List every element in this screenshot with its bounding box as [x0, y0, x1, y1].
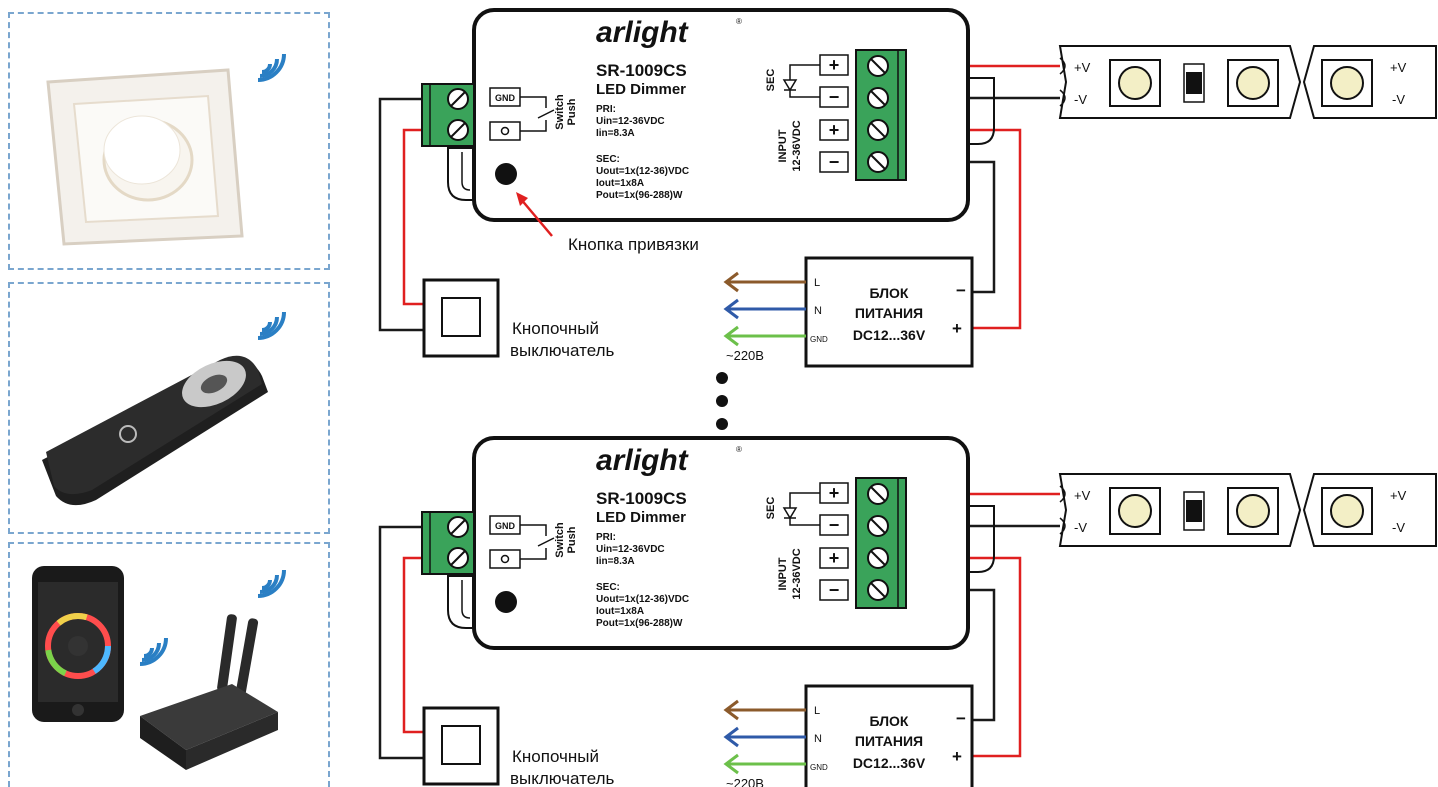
sec-uout: Uout=1x(12-36)VDC: [596, 166, 689, 177]
sec-iout: Iout=1x8A: [596, 178, 644, 189]
input-label: INPUT: [777, 129, 789, 162]
mains-arrows: [723, 271, 806, 347]
panel-rotary-dimmer: [8, 12, 330, 270]
strip-minus-v-right: -V: [1392, 92, 1405, 107]
smartphone-image: [32, 566, 124, 722]
psu-title-line1: БЛОК: [870, 285, 909, 301]
strip-minus-v: -V: [1074, 92, 1087, 107]
sec-pout: Pout=1x(96-288)W: [596, 190, 683, 201]
push-label: Push: [566, 98, 578, 125]
sec-minus-marker: −: [829, 87, 840, 107]
continuation-dots: [716, 372, 728, 430]
wifi-signal-icon: [256, 568, 286, 598]
wifi-signal-icon: [138, 636, 168, 666]
input-voltage-label: 12-36VDC: [791, 120, 803, 171]
sec-header: SEC:: [596, 154, 620, 165]
wiring-unit-1: arlight ® SR-1009CS LED Dimmer PRI: Uin=…: [378, 8, 1437, 368]
psu-minus: −: [956, 281, 966, 300]
gnd-label: GND: [495, 93, 516, 103]
wifi-signal-icon: [256, 310, 286, 340]
rotary-dimmer-image: [46, 68, 244, 246]
psu-gnd-label: GND: [810, 335, 828, 344]
switch-label: Switch: [554, 94, 566, 130]
sec-terminal-label: SEC: [765, 69, 777, 92]
pri-iin: Iin=8.3A: [596, 128, 635, 139]
pairing-button: [495, 163, 517, 185]
pairing-button-label: Кнопка привязки: [568, 235, 699, 254]
pri-uin: Uin=12-36VDC: [596, 116, 665, 127]
remote-control-image: [42, 355, 268, 506]
psu-N-label: N: [814, 305, 822, 317]
pri-header: PRI:: [596, 104, 616, 115]
push-button-label-line1: Кнопочный: [512, 319, 599, 338]
psu-title-line3: DC12...36V: [853, 327, 926, 343]
wifi-module-image: [140, 614, 278, 770]
strip-plus-v-right: +V: [1390, 60, 1407, 75]
panel-remote-control: [8, 282, 330, 534]
panel-smartphone-wifi: [8, 542, 330, 787]
psu-L-label: L: [814, 277, 820, 289]
svg-text:®: ®: [736, 17, 742, 26]
sec-plus-marker: +: [829, 55, 840, 75]
strip-plus-v: +V: [1074, 60, 1091, 75]
mains-label: ~220В: [726, 348, 764, 363]
brand-logo: arlight: [596, 16, 690, 49]
power-supply-box: [804, 256, 974, 368]
model-name: SR-1009CS: [596, 61, 687, 80]
pairing-button-callout: Кнопка привязки: [516, 192, 699, 254]
input-minus-marker: −: [829, 152, 840, 172]
wifi-signal-icon: [256, 52, 286, 82]
psu-plus: +: [952, 319, 962, 338]
led-strip: +V -V +V -V: [1058, 45, 1437, 119]
push-button-switch: [422, 278, 500, 358]
psu-title-line2: ПИТАНИЯ: [855, 305, 923, 321]
push-button-label-line2: выключатель: [510, 341, 615, 360]
device-type: LED Dimmer: [596, 81, 686, 98]
wiring-unit-2: [378, 436, 1438, 787]
input-plus-marker: +: [829, 120, 840, 140]
